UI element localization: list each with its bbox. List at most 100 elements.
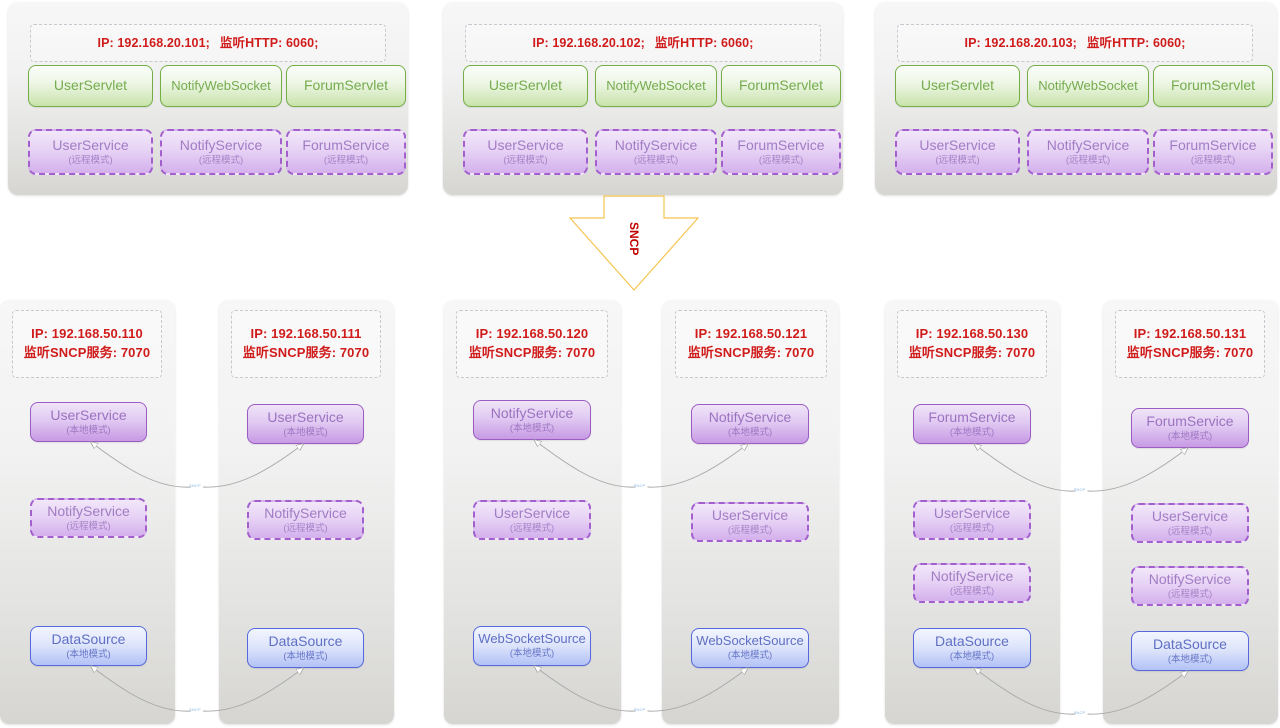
service-remote-box[interactable]: NotifyService(远程模式) [30, 498, 147, 538]
service-proxy-box[interactable]: ForumService(远程模式) [721, 129, 841, 175]
service-node-ip: IP: 192.168.50.131 [1133, 326, 1247, 342]
node-mode: (本地模式) [66, 648, 111, 660]
app-node-header: IP: 192.168.20.102;监听HTTP: 6060; [465, 24, 821, 62]
node-title: NotifyService [179, 136, 263, 153]
sncp-link-label: SNCP [189, 707, 201, 712]
node-mode: (远程模式) [198, 154, 244, 166]
service-node-ip: IP: 192.168.50.111 [250, 326, 362, 342]
servlet-box[interactable]: UserServlet [895, 65, 1020, 107]
node-title: ForumService [737, 136, 825, 153]
service-node-ip: IP: 192.168.50.110 [31, 326, 143, 342]
servlet-box[interactable]: UserServlet [463, 65, 588, 107]
service-remote-box[interactable]: UserService(远程模式) [1131, 503, 1249, 543]
service-local-box[interactable]: ForumService(本地模式) [913, 404, 1031, 444]
datasource-box[interactable]: DataSource(本地模式) [247, 628, 364, 668]
node-mode: (远程模式) [633, 154, 679, 166]
node-title: NotifyService [47, 502, 130, 519]
node-mode: (远程模式) [1065, 154, 1111, 166]
servlet-box[interactable]: ForumServlet [721, 65, 841, 107]
datasource-box[interactable]: WebSocketSource(本地模式) [473, 626, 591, 666]
service-proxy-box[interactable]: NotifyService(远程模式) [595, 129, 717, 175]
service-node-port: 监听SNCP服务: 7070 [23, 345, 151, 360]
node-title: UserServlet [53, 77, 128, 94]
servlet-box[interactable]: NotifyWebSocket [160, 65, 282, 107]
node-title: ForumServlet [738, 77, 824, 94]
service-local-box[interactable]: NotifyService(本地模式) [473, 400, 591, 440]
datasource-box[interactable]: DataSource(本地模式) [30, 626, 147, 666]
service-proxy-box[interactable]: UserService(远程模式) [895, 129, 1020, 175]
service-node-header: IP: 192.168.50.110 监听SNCP服务: 7070 [12, 310, 162, 378]
service-remote-box[interactable]: UserService(远程模式) [913, 500, 1031, 540]
service-remote-box[interactable]: NotifyService(远程模式) [913, 563, 1031, 603]
node-title: ForumService [1146, 412, 1234, 429]
node-title: UserService [919, 136, 996, 153]
service-proxy-box[interactable]: UserService(远程模式) [463, 129, 588, 175]
service-node-header: IP: 192.168.50.111 监听SNCP服务: 7070 [231, 310, 381, 378]
node-title: DataSource [51, 630, 126, 647]
node-title: NotifyService [1046, 136, 1130, 153]
node-title: WebSocketSource [696, 633, 804, 649]
service-remote-box[interactable]: NotifyService(远程模式) [247, 500, 364, 540]
sncp-protocol-label: SNCP [627, 222, 641, 256]
app-node-panel: IP: 192.168.20.103; 监听HTTP: 6060; UserServ… [875, 2, 1277, 195]
node-mode: (远程模式) [68, 154, 113, 166]
app-node-port: 监听HTTP: 6060; [1086, 35, 1186, 50]
service-proxy-box[interactable]: ForumService(远程模式) [1153, 129, 1273, 175]
service-remote-box[interactable]: NotifyService(远程模式) [1131, 566, 1249, 606]
service-local-box[interactable]: UserService(本地模式) [247, 404, 364, 444]
node-title: NotifyService [490, 404, 574, 421]
node-title: DataSource [268, 632, 343, 649]
servlet-box[interactable]: ForumServlet [286, 65, 406, 107]
app-node-header: IP: 192.168.20.101;监听HTTP: 6060; [30, 24, 386, 62]
node-title: UserServlet [920, 77, 995, 94]
service-node-ip: IP: 192.168.50.121 [694, 326, 808, 342]
datasource-box[interactable]: DataSource(本地模式) [1131, 631, 1249, 671]
service-remote-box[interactable]: UserService(远程模式) [473, 500, 591, 540]
service-local-box[interactable]: UserService(本地模式) [30, 402, 147, 442]
app-node-port: 监听HTTP: 6060; [219, 35, 319, 50]
service-node-port: 监听SNCP服务: 7070 [687, 345, 815, 360]
node-mode: (远程模式) [1167, 525, 1213, 537]
node-mode: (本地模式) [509, 647, 555, 659]
node-mode: (远程模式) [758, 154, 804, 166]
sncp-link-label: SNCP [1073, 710, 1086, 715]
datasource-box[interactable]: WebSocketSource(本地模式) [691, 628, 809, 668]
node-mode: (本地模式) [949, 426, 995, 438]
service-proxy-box[interactable]: NotifyService(远程模式) [160, 129, 282, 175]
node-title: UserService [711, 506, 789, 523]
node-mode: (远程模式) [323, 154, 369, 166]
service-proxy-box[interactable]: UserService(远程模式) [28, 129, 153, 175]
node-title: NotifyService [930, 567, 1014, 584]
node-mode: (远程模式) [509, 522, 555, 534]
service-node-header: IP: 192.168.50.121 监听SNCP服务: 7070 [675, 310, 827, 378]
node-title: UserService [52, 136, 129, 153]
node-title: ForumService [1169, 136, 1257, 153]
node-mode: (远程模式) [503, 154, 548, 166]
node-mode: (本地模式) [727, 649, 773, 661]
servlet-box[interactable]: NotifyWebSocket [595, 65, 717, 107]
node-title: DataSource [935, 632, 1009, 649]
service-local-box[interactable]: ForumService(本地模式) [1131, 408, 1249, 448]
sncp-link-label: SNCP [189, 483, 201, 488]
app-node-panel: IP: 192.168.20.101;监听HTTP: 6060; UserServ… [8, 2, 408, 195]
service-remote-box[interactable]: UserService(远程模式) [691, 502, 809, 542]
node-title: UserService [493, 504, 571, 521]
servlet-box[interactable]: ForumServlet [1153, 65, 1273, 107]
node-title: NotifyWebSocket [606, 77, 706, 93]
datasource-box[interactable]: DataSource(本地模式) [913, 628, 1031, 668]
node-title: NotifyService [614, 136, 698, 153]
node-mode: (远程模式) [66, 520, 111, 532]
node-title: NotifyService [1148, 570, 1232, 587]
node-mode: (本地模式) [949, 650, 995, 662]
app-node-ip: IP: 192.168.20.103; [964, 35, 1077, 50]
service-node-port: 监听SNCP服务: 7070 [242, 345, 370, 360]
service-local-box[interactable]: NotifyService(本地模式) [691, 404, 809, 444]
node-mode: (远程模式) [949, 522, 995, 534]
service-proxy-box[interactable]: NotifyService(远程模式) [1027, 129, 1149, 175]
node-mode: (远程模式) [935, 154, 980, 166]
node-title: NotifyService [708, 408, 792, 425]
service-proxy-box[interactable]: ForumService(远程模式) [286, 129, 406, 175]
servlet-box[interactable]: UserServlet [28, 65, 153, 107]
app-node-ip: IP: 192.168.20.102; [532, 35, 645, 50]
servlet-box[interactable]: NotifyWebSocket [1027, 65, 1149, 107]
